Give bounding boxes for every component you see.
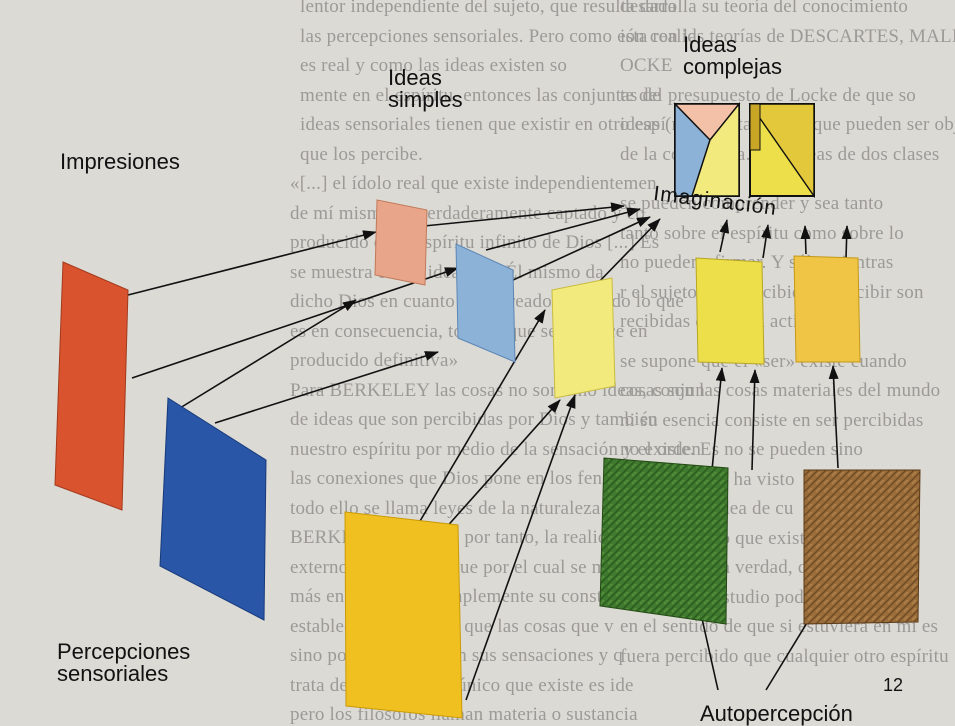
arrow-complex1-to-imag [719, 219, 730, 253]
arrow-blue-to-lightblue-2 [214, 351, 439, 424]
ideas-simples-label: Ideas simples [388, 65, 463, 112]
arrow-blue-to-lightblue [179, 299, 357, 409]
autopercepcion-squares [599, 457, 921, 625]
arrow-complex1-to-imag-2 [761, 224, 771, 259]
arrow-complex2-to-imag-2 [841, 225, 852, 259]
autopercepcion-label: Autopercepción [700, 701, 853, 726]
arrow-orange-to-lightblue [131, 267, 459, 379]
simple-pink-shape [374, 199, 428, 286]
ideas-complejas-shapes [673, 102, 815, 199]
impresion-yellow-shape [344, 511, 463, 719]
complex-idea-one [673, 102, 741, 197]
impresion-orange-shape [54, 261, 129, 511]
impresion-blue-shape [159, 397, 267, 621]
arrow-green-to-yellow [711, 367, 726, 471]
simple-yellow-shape [551, 277, 616, 399]
complex-yellow-square [695, 257, 765, 365]
arrow-yellow-to-yellow [409, 309, 546, 539]
impresiones-label: Impresiones [60, 149, 180, 174]
impresiones-shapes [54, 261, 463, 719]
arrow-lightblue-to-imag [485, 207, 641, 251]
arrow-complex2-to-imag [800, 225, 811, 255]
arrow-brown-to-gold [828, 365, 839, 469]
arrow-pink-to-imag [423, 202, 625, 227]
simple-lightblue-shape [455, 243, 516, 363]
green-square [599, 457, 729, 625]
complex-gold-square [793, 255, 861, 363]
arrow-orange-to-pink [127, 230, 377, 296]
reflexion-squares [695, 255, 861, 365]
brown-square [803, 469, 921, 625]
ideas-simples-shapes [374, 199, 616, 399]
arrow-lightblue-to-imag-2 [499, 216, 651, 287]
arrow-perc-to-yellowsimple [465, 394, 576, 701]
ideas-complejas-label: Ideas complejas [683, 32, 783, 79]
complex-idea-two [748, 103, 815, 199]
percepciones-label: Percepciones sensoriales [57, 639, 191, 686]
arrow-yellow-to-yellow-2 [434, 399, 561, 541]
arrow-green-to-yellow-2 [749, 369, 760, 471]
page-number: 12 [883, 675, 904, 695]
